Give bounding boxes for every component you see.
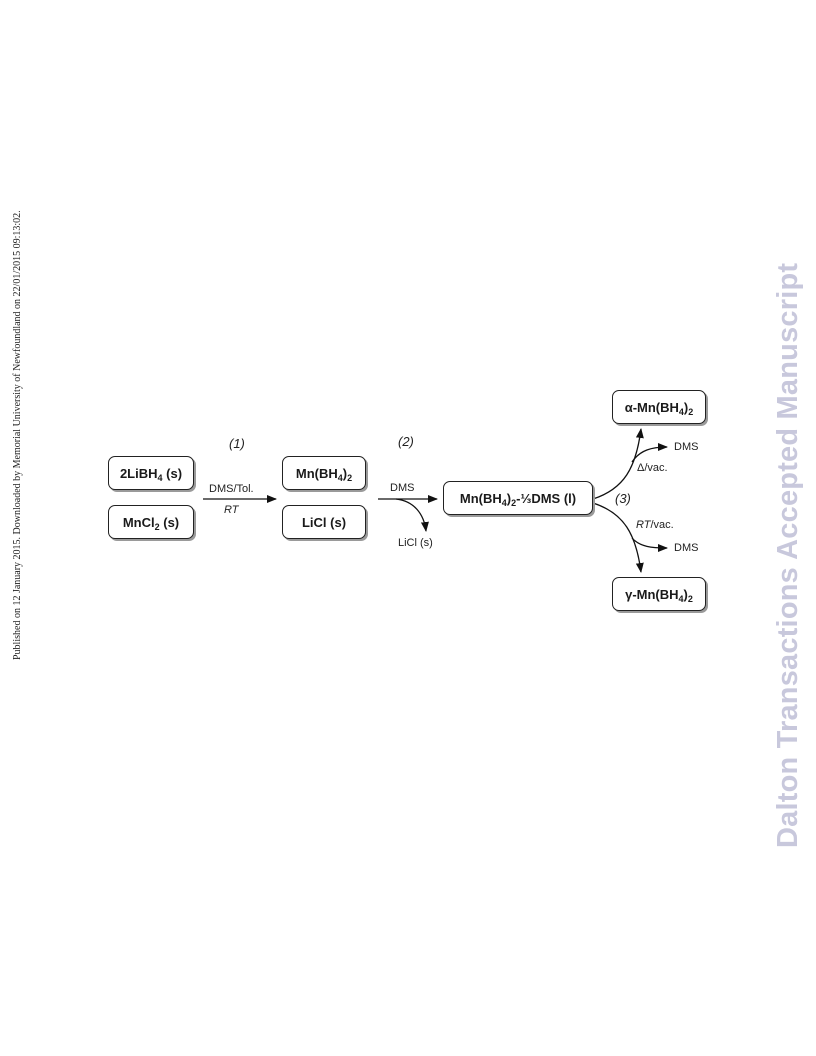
intermediate-licl-box: LiCl (s) xyxy=(282,505,366,539)
alpha-branch-arrow xyxy=(592,428,644,500)
step2-number: (2) xyxy=(398,434,414,449)
reactant-mncl2-box: MnCl2 (s) xyxy=(108,505,194,539)
step1-condition: RT xyxy=(224,504,239,516)
step1-number: (1) xyxy=(229,436,245,451)
gamma-branch-arrow xyxy=(592,502,644,573)
reactant-libh4-box: 2LiBH4 (s) xyxy=(108,456,194,490)
gamma-dms-arrow xyxy=(631,537,668,552)
product-alpha-box: α-Mn(BH4)2 xyxy=(612,390,706,424)
step2-reagent: DMS xyxy=(390,482,415,494)
intermediate-licl-label: LiCl (s) xyxy=(301,514,347,530)
alpha-condition: Δ/vac. xyxy=(637,462,668,474)
product-gamma-box: γ-Mn(BH4)2 xyxy=(612,577,706,611)
licl-elimination-arrow xyxy=(395,498,429,532)
alpha-dms-arrow xyxy=(631,443,668,463)
step1-reagent: DMS/Tol. xyxy=(209,483,254,495)
product-alpha-label: α-Mn(BH4)2 xyxy=(624,399,694,417)
gamma-condition: RT/vac. xyxy=(636,519,674,531)
product-gamma-label: γ-Mn(BH4)2 xyxy=(625,586,693,604)
intermediate-mnbh4-box: Mn(BH4)2 xyxy=(282,456,366,490)
step3-number: (3) xyxy=(615,491,631,506)
gamma-dms-release: DMS xyxy=(674,542,699,554)
adduct-label: Mn(BH4)2-⅓DMS (l) xyxy=(459,490,577,508)
reactant-libh4-label: 2LiBH4 (s) xyxy=(119,465,183,483)
alpha-dms-release: DMS xyxy=(674,441,699,453)
reactant-mncl2-label: MnCl2 (s) xyxy=(122,514,180,532)
step2-byproduct: LiCl (s) xyxy=(398,537,433,549)
adduct-box: Mn(BH4)2-⅓DMS (l) xyxy=(443,481,593,515)
intermediate-mnbh4-label: Mn(BH4)2 xyxy=(295,465,353,483)
